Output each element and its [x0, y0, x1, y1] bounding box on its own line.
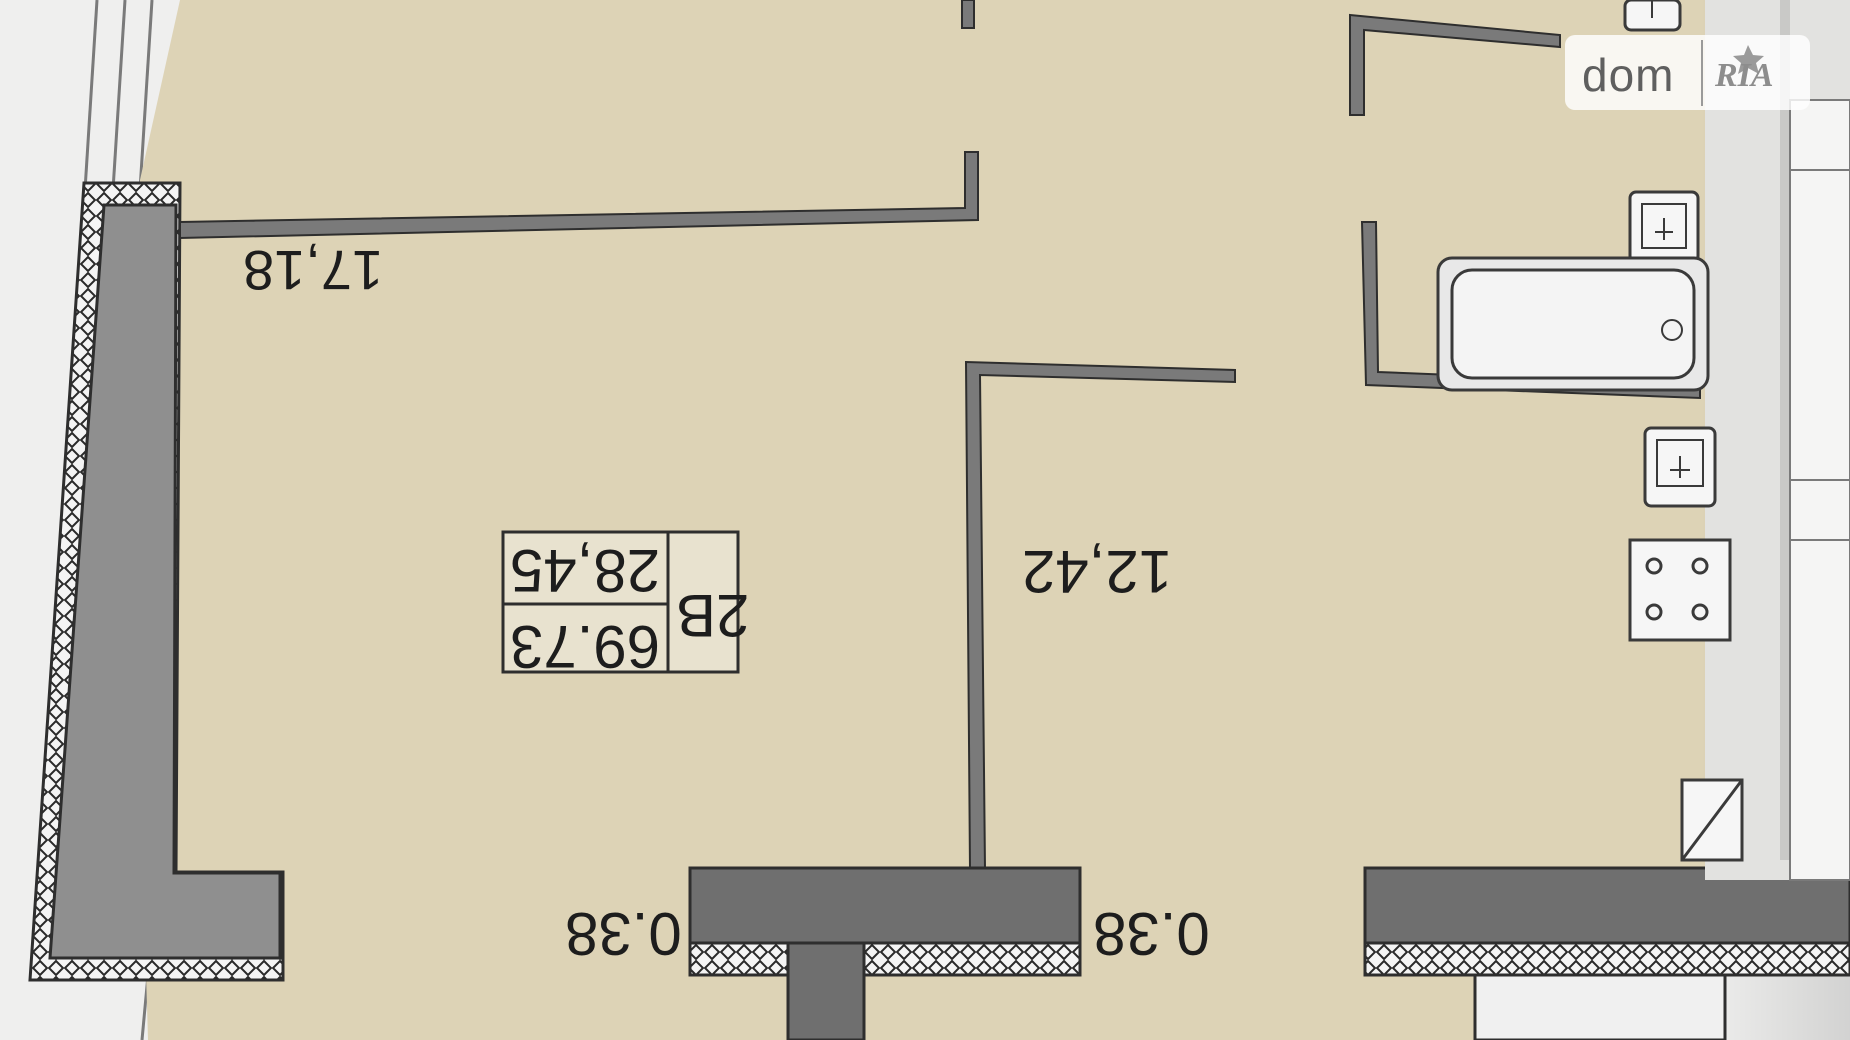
washbasin-icon: [1643, 426, 1717, 508]
t-wall-insulation: [688, 941, 1082, 977]
dimension-label-room-b: 12,42: [1022, 538, 1173, 605]
right-cabinet-run: [1789, 99, 1850, 881]
ventilation-shaft-icon: [1680, 778, 1744, 862]
room-area-top: 28,45: [510, 537, 661, 604]
watermark-text: dom: [1582, 49, 1675, 101]
room-tag-box: [501, 530, 740, 674]
watermark-logo: RIA: [1715, 57, 1774, 94]
wall-thickness-label-left: 0.38: [565, 900, 682, 967]
t-wall-stem: [786, 941, 866, 1040]
right-wall-line: [1780, 0, 1790, 860]
bathtub-icon: [1436, 256, 1710, 392]
left-exterior-wall: [48, 203, 282, 960]
bathroom-upper-wall: [1349, 13, 1561, 116]
stove-icon: [1628, 538, 1732, 642]
watermark-badge: [1565, 35, 1810, 110]
top-partition-wall: [179, 151, 979, 240]
room-number: 2B: [676, 582, 750, 649]
toilet-icon: [1628, 190, 1700, 264]
t-wall-top: [688, 866, 1082, 945]
dimension-label-room-a: 17,18: [243, 239, 384, 302]
bottom-right-wall-insulation: [1363, 941, 1850, 977]
floor-area: [140, 0, 1710, 1040]
wall-thickness-label-right: 0.38: [1093, 900, 1210, 967]
room-area-bottom: 69.73: [510, 613, 661, 680]
top-partition-stub: [961, 0, 975, 29]
bottom-right-window: [1473, 973, 1727, 1040]
sink-top-icon: [1623, 0, 1682, 32]
